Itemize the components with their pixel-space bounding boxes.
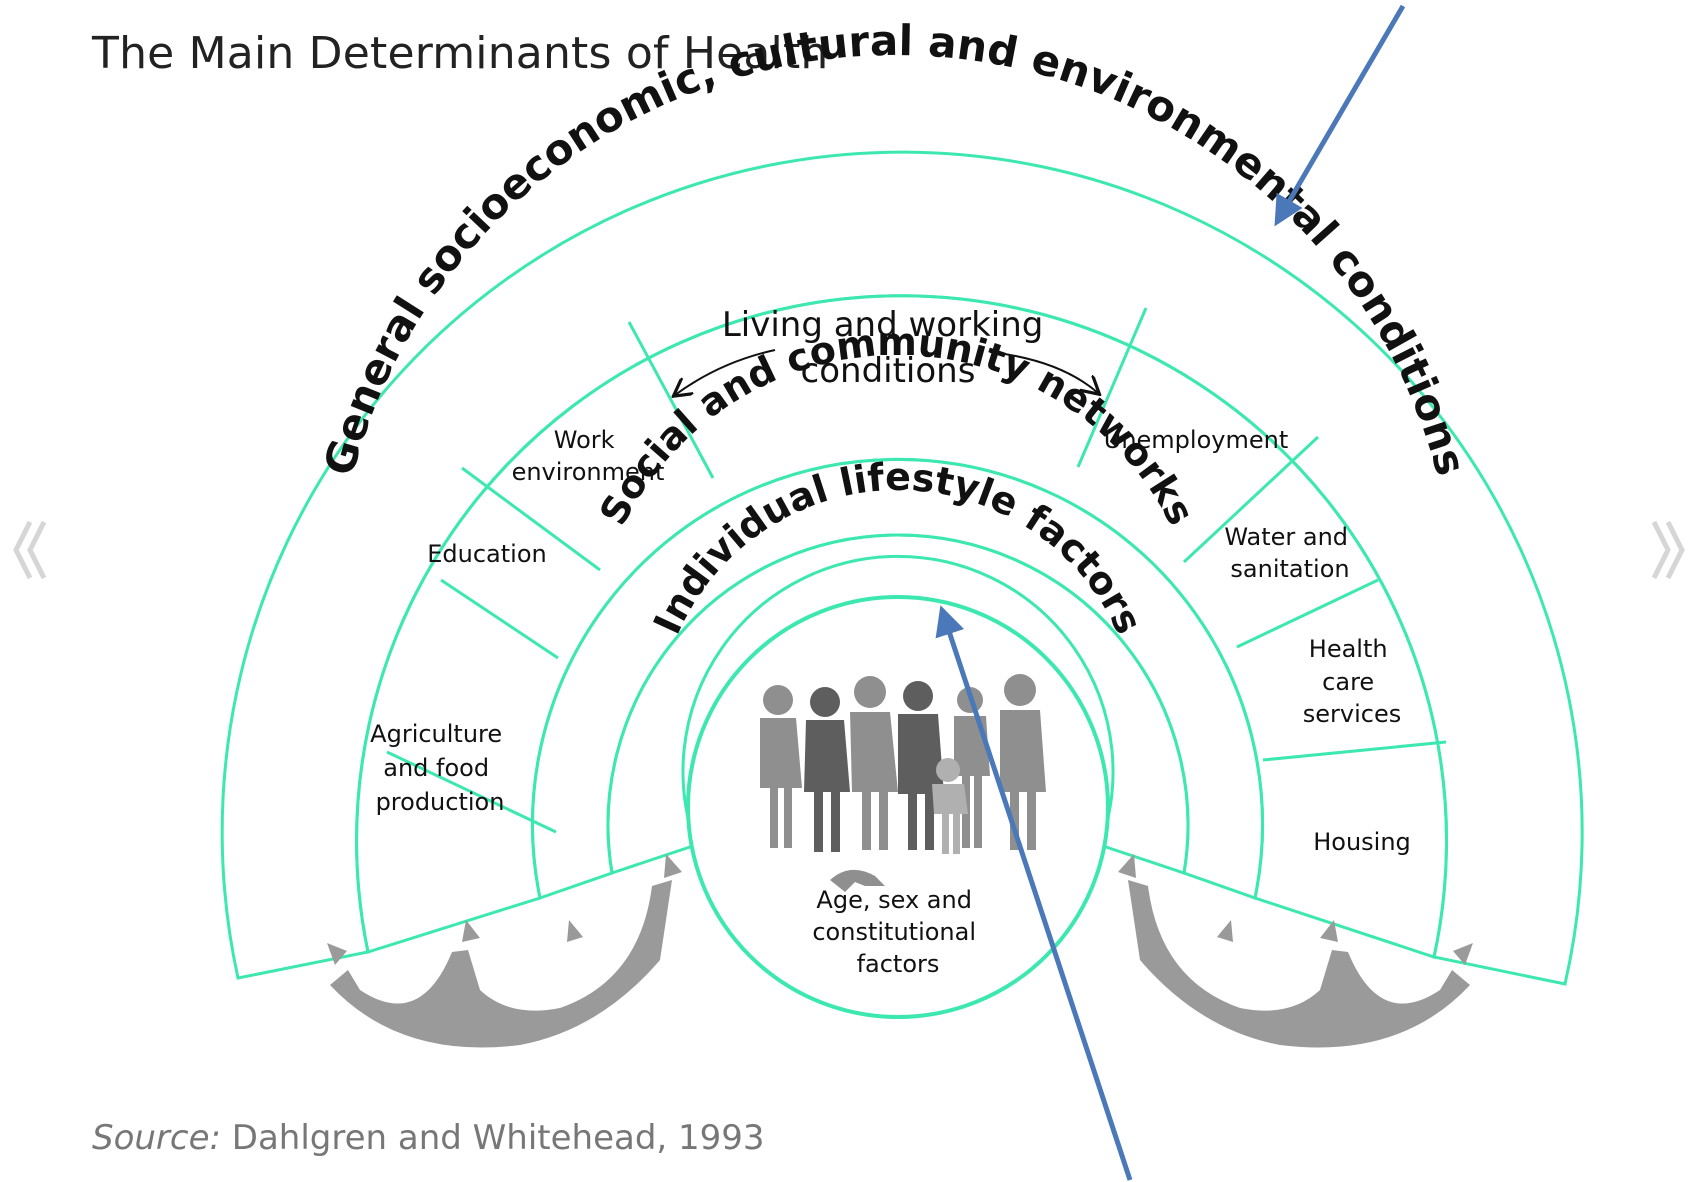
chevron-double-right-icon [1651, 520, 1685, 580]
outer-layer-label: General socioeconomic, cultural and envi… [314, 16, 1475, 481]
sector-health: Health care services [1303, 635, 1401, 728]
living-arrow-right [989, 351, 1098, 393]
source-citation: Source: Dahlgren and Whitehead, 1993 [92, 1118, 765, 1158]
annotation-arrow-top [1274, 4, 1406, 227]
sector-water: Water and sanitation [1224, 523, 1355, 583]
feedback-arrows-left [327, 854, 682, 1048]
core-circle [686, 595, 1110, 1019]
living-working-label: Living and working conditions [722, 305, 1054, 391]
feedback-arrows-right [1118, 854, 1473, 1048]
sector-dividers [386, 307, 1447, 834]
sector-unemployment: Unemployment [1104, 426, 1288, 454]
lifestyle-ring [606, 533, 1190, 875]
next-slide-button[interactable] [1650, 510, 1690, 590]
source-prefix: Source: [92, 1118, 221, 1158]
page-title: The Main Determinants of Health [92, 28, 829, 79]
sector-work: Work environment [512, 426, 665, 486]
chevron-double-left-icon [13, 520, 47, 580]
annotation-arrow-bottom [935, 605, 1133, 1181]
sector-agriculture: Agriculture and food production [370, 720, 510, 816]
core-label: Age, sex and constitutional factors [812, 886, 983, 978]
prev-slide-button[interactable] [8, 510, 48, 590]
source-text: Dahlgren and Whitehead, 1993 [220, 1118, 765, 1158]
sector-housing: Housing [1313, 828, 1411, 856]
living-arrow-left [675, 349, 776, 395]
sector-education: Education [427, 540, 546, 568]
